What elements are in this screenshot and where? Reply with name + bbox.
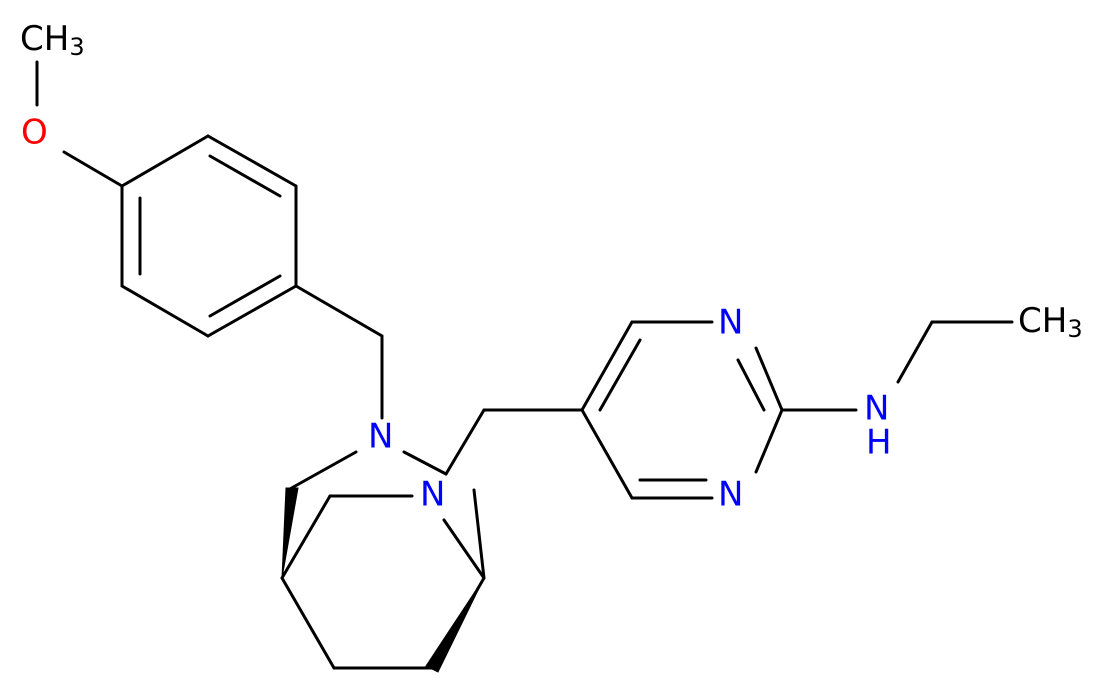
bicyclic-nitrogen-lower: N <box>420 475 445 515</box>
bicyclic-nitrogen-upper: N <box>368 417 393 457</box>
pyrimidine-nitrogen-bottom: N <box>718 475 743 515</box>
amine-nitrogen: N <box>864 389 889 429</box>
ethylamine-bonds <box>780 320 1014 412</box>
bond-o-aryl <box>62 150 124 188</box>
amine-hydrogen: H <box>866 423 892 463</box>
benzyl-linker <box>294 284 384 420</box>
pyrimidine-nitrogen-top: N <box>718 303 743 343</box>
stereo-wedges <box>281 487 485 673</box>
benzene-ring <box>120 134 298 338</box>
wedge-left <box>281 487 299 579</box>
pyrimidine-bonds <box>482 320 784 500</box>
methoxy-bonds <box>35 60 124 188</box>
wedge-right <box>425 577 485 673</box>
oxygen-atom: O <box>21 113 48 153</box>
methoxy-methyl-label: CH3 <box>20 19 85 62</box>
ethyl-methyl-label: CH3 <box>1018 301 1083 344</box>
